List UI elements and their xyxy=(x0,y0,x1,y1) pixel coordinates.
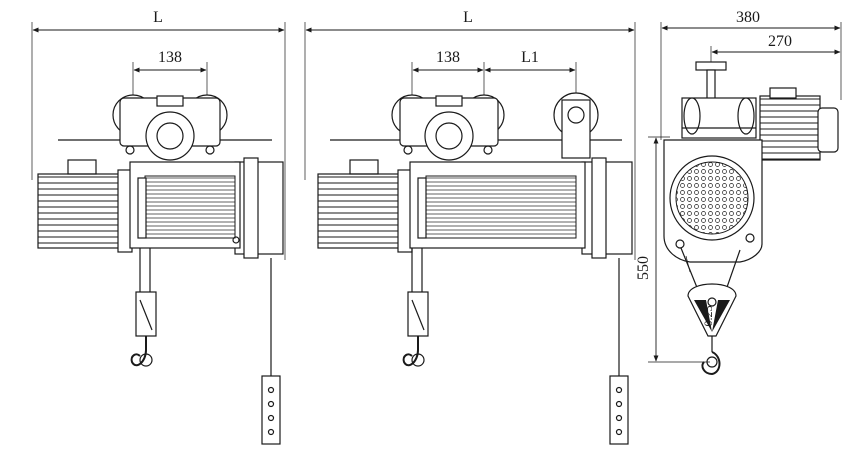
rope-drum xyxy=(425,175,577,239)
motor-body xyxy=(317,173,403,249)
hook-capacity-label: 0.25 xyxy=(701,306,715,327)
trolley-top-block xyxy=(156,95,184,107)
hook xyxy=(402,336,419,367)
pendant-control xyxy=(261,375,281,445)
trolley-rear-frame xyxy=(561,99,591,159)
trolley-center-disc xyxy=(424,111,474,161)
dim-wheel-label: 138 xyxy=(436,49,460,66)
pendant-control xyxy=(609,375,629,445)
drum-end-grille xyxy=(675,161,749,235)
hook xyxy=(130,336,147,367)
side-plate xyxy=(581,161,633,255)
i-beam-flange xyxy=(695,61,727,71)
rope-drum xyxy=(144,175,236,239)
side-plate xyxy=(234,161,284,255)
view-1-single-trolley: L 138 xyxy=(31,9,286,445)
dim-wheel-label: 138 xyxy=(158,49,182,66)
dim-length-label: L xyxy=(463,9,473,26)
view-3-side: 380 270 550 0.2 xyxy=(635,9,842,376)
motor-body xyxy=(37,173,123,249)
dim-length-label: L xyxy=(153,9,163,26)
dim-total-width-label: 380 xyxy=(736,9,760,26)
dim-l1-label: L1 xyxy=(521,49,539,66)
travel-motor xyxy=(759,95,821,161)
hook-block-side xyxy=(687,283,737,337)
dim-height-label: 550 xyxy=(635,256,652,280)
hook xyxy=(701,351,721,376)
motor-terminal-box xyxy=(67,159,97,175)
trolley-center-disc xyxy=(145,111,195,161)
motor-terminal-box xyxy=(349,159,379,175)
dim-offset-label: 270 xyxy=(768,33,792,50)
view-2-double-trolley: L 138 L1 xyxy=(304,9,636,445)
